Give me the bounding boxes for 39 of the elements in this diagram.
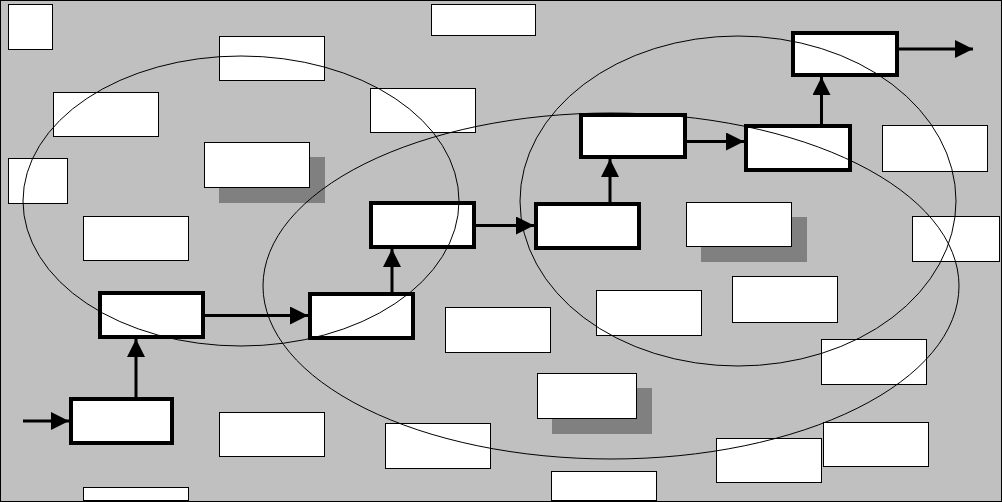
process-box <box>534 202 641 250</box>
arrow <box>812 77 831 124</box>
empty-box <box>445 307 551 353</box>
process-box <box>791 31 899 77</box>
empty-box <box>83 487 189 501</box>
process-box <box>744 124 852 172</box>
empty-box <box>204 142 310 188</box>
arrow <box>687 132 744 151</box>
process-box <box>579 113 687 159</box>
empty-box <box>716 438 822 483</box>
process-box <box>369 201 476 249</box>
empty-box <box>219 412 325 457</box>
empty-box <box>83 216 189 261</box>
process-box <box>69 397 174 445</box>
process-box <box>308 292 415 340</box>
arrow <box>205 306 308 325</box>
empty-box <box>823 422 929 467</box>
empty-box <box>821 339 927 385</box>
process-box <box>98 291 205 339</box>
empty-box <box>537 373 637 419</box>
empty-box <box>370 88 476 133</box>
arrow <box>601 159 619 202</box>
arrow <box>476 216 534 235</box>
arrow <box>127 339 145 397</box>
empty-box <box>53 92 159 137</box>
empty-box <box>431 4 536 36</box>
empty-box <box>732 276 838 323</box>
arrow <box>23 412 69 430</box>
empty-box <box>219 36 325 81</box>
empty-box <box>551 471 657 501</box>
arrow <box>383 249 401 292</box>
arrow <box>899 40 973 58</box>
empty-box <box>882 125 988 172</box>
empty-box <box>8 4 53 50</box>
empty-box <box>912 216 1000 262</box>
empty-box <box>8 158 68 204</box>
empty-box <box>385 423 491 469</box>
empty-box <box>686 202 792 247</box>
empty-box <box>596 290 702 336</box>
